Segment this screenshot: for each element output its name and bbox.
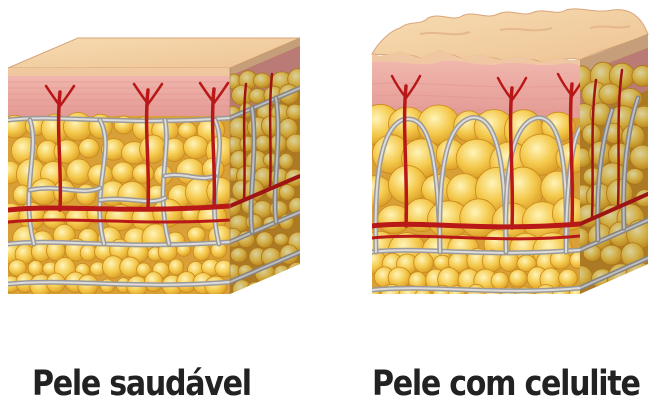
blood-vessel	[571, 84, 573, 224]
fat-lobules-right	[358, 104, 588, 308]
blood-vessel	[511, 88, 513, 228]
blood-vessel	[213, 89, 215, 207]
cellulite-skin-cross-section	[358, 9, 656, 308]
fat-cell	[76, 184, 96, 205]
fat-cell	[79, 138, 99, 157]
fat-cell	[259, 279, 280, 299]
fat-cell	[509, 270, 527, 287]
fat-cell	[67, 159, 92, 184]
front-face-right	[358, 40, 588, 308]
blood-vessel	[372, 224, 580, 227]
fat-cell	[467, 284, 486, 304]
healthy-skin-label: Pele saudável	[32, 362, 251, 406]
fat-cell	[112, 162, 134, 183]
side-face-left	[222, 30, 307, 300]
cellulite-skin-label: Pele com celulite	[372, 362, 640, 406]
fat-cell	[280, 276, 300, 295]
fat-cell	[133, 164, 154, 184]
fat-cell	[491, 272, 508, 289]
fat-cell	[187, 227, 205, 243]
fat-cell	[80, 244, 96, 261]
fat-cell	[140, 135, 167, 163]
blood-vessel	[405, 86, 407, 226]
blood-vessel	[147, 90, 149, 208]
fat-cell	[144, 272, 162, 292]
side-face-right	[569, 28, 656, 300]
fat-cell	[559, 269, 578, 287]
front-face-left	[0, 68, 236, 297]
fat-cell	[28, 260, 43, 275]
blood-vessel	[59, 92, 61, 210]
healthy-skin-cross-section	[0, 30, 308, 300]
fat-cell	[183, 136, 208, 159]
fat-cell	[414, 252, 434, 272]
fat-cell	[207, 178, 233, 205]
